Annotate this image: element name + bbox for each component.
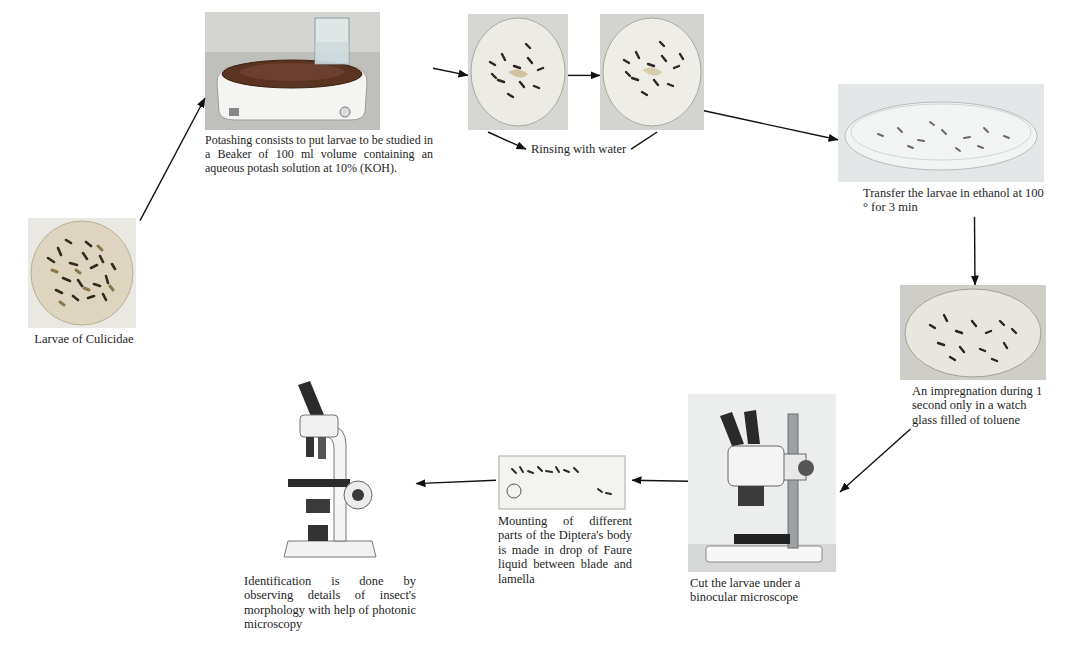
binocular-microscope-photo <box>688 394 836 572</box>
step-box <box>600 14 704 132</box>
step-box: Rinsing with water <box>526 140 631 158</box>
step-box: Potashing consists to put larvae to be s… <box>205 12 433 177</box>
flow-arrow <box>840 429 911 492</box>
flow-arrow <box>433 68 468 75</box>
flow-arrow <box>488 132 526 149</box>
step-caption: Rinsing with water <box>531 142 626 156</box>
hotplate-photo <box>205 12 380 130</box>
step-box: Mounting of different parts of the Dipte… <box>496 455 632 588</box>
step-box: Transfer the larvae in ethanol at 100 ° … <box>838 84 1048 217</box>
light-microscope-photo <box>254 375 406 570</box>
flow-arrow <box>974 217 976 285</box>
rinsing-dish-photo <box>600 14 704 130</box>
flow-arrow <box>631 132 657 149</box>
ethanol-dish-photo <box>838 84 1044 182</box>
step-box: Identification is done by observing deta… <box>242 375 416 634</box>
flow-arrow <box>416 480 496 483</box>
flow-arrow <box>140 98 205 221</box>
step-caption: Larvae of Culicidae <box>28 332 140 346</box>
step-caption: An impregnation during 1 second only in … <box>912 384 1050 427</box>
larvae-photo <box>28 218 136 328</box>
step-caption: Transfer the larvae in ethanol at 100 ° … <box>863 186 1048 215</box>
slide-photo <box>498 455 626 510</box>
step-caption: Identification is done by observing deta… <box>244 574 416 632</box>
step-caption: Cut the larvae under a binocular microsc… <box>690 576 840 605</box>
flow-arrow <box>704 111 838 140</box>
rinsing-dish-photo <box>468 14 568 130</box>
step-box: Cut the larvae under a binocular microsc… <box>688 394 840 607</box>
step-caption: Potashing consists to put larvae to be s… <box>205 134 433 175</box>
toluene-glass-photo <box>900 285 1046 380</box>
step-box: Larvae of Culicidae <box>28 218 140 348</box>
flow-arrow <box>632 480 688 481</box>
flow-arrow <box>568 75 600 76</box>
step-box <box>468 14 568 132</box>
step-caption: Mounting of different parts of the Dipte… <box>498 514 632 586</box>
step-box: An impregnation during 1 second only in … <box>900 285 1050 429</box>
